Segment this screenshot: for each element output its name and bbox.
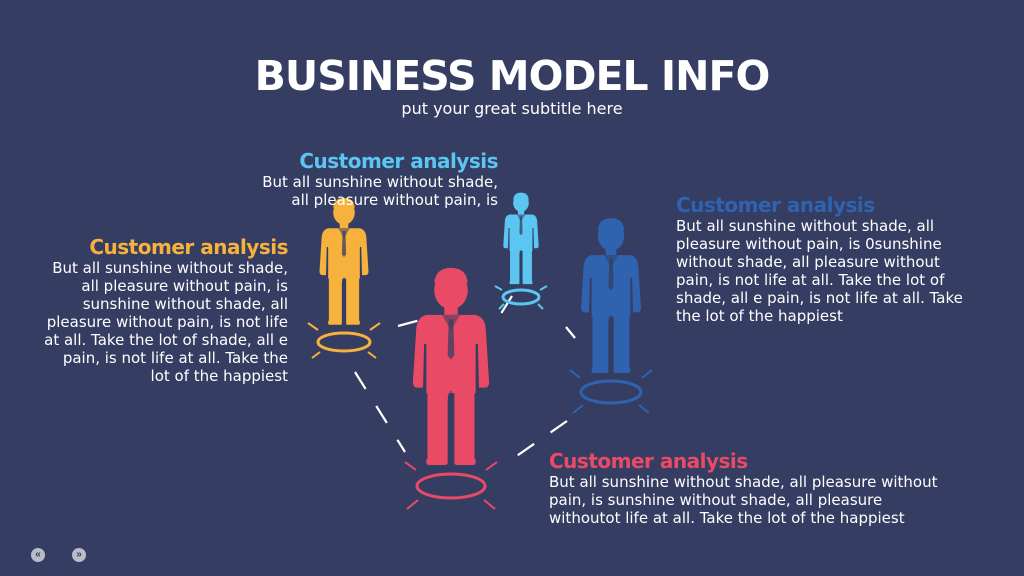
customer-analysis-heading: Customer analysis xyxy=(549,449,748,473)
customer-analysis-heading: Customer analysis xyxy=(89,235,288,259)
customer-analysis-text: But all sunshine without shade, all plea… xyxy=(262,173,498,209)
page-title: BUSINESS MODEL INFO xyxy=(254,52,771,100)
person-icon-lightblue xyxy=(494,192,548,310)
customer-analysis-heading: Customer analysis xyxy=(676,193,875,217)
double-chevron-left-icon[interactable]: « xyxy=(31,548,45,562)
page-subtitle: put your great subtitle here xyxy=(401,99,623,118)
connector-lines xyxy=(354,295,576,463)
customer-analysis-bottom: Customer analysis But all sunshine witho… xyxy=(549,449,949,527)
customer-analysis-left: Customer analysis But all sunshine witho… xyxy=(40,235,288,385)
customer-analysis-top: Customer analysis But all sunshine witho… xyxy=(240,149,498,209)
person-icon-blue xyxy=(569,218,653,414)
customer-analysis-right: Customer analysis But all sunshine witho… xyxy=(676,193,966,325)
customer-analysis-text: But all sunshine without shade, all plea… xyxy=(676,217,963,325)
person-icon-orange xyxy=(307,198,381,359)
customer-analysis-heading: Customer analysis xyxy=(299,149,498,173)
double-chevron-right-icon[interactable]: » xyxy=(72,548,86,562)
customer-analysis-text: But all sunshine without shade, all plea… xyxy=(549,473,938,527)
person-icon-red xyxy=(404,267,498,510)
customer-analysis-text: But all sunshine without shade, all plea… xyxy=(44,259,288,385)
